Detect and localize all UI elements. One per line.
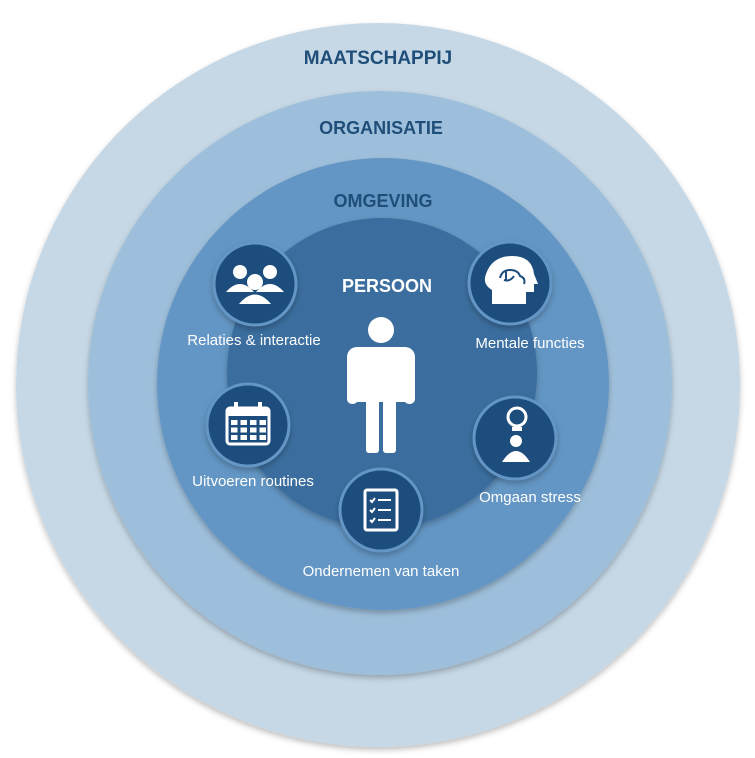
domain-mentale: Mentale functies: [467, 240, 585, 352]
routines-label: Uitvoeren routines: [192, 473, 314, 490]
checklist-icon: [363, 488, 399, 532]
calendar-cell: [231, 427, 238, 433]
person-figure-icon: [347, 317, 415, 453]
calendar-cell: [259, 420, 266, 425]
calendar-cell: [240, 435, 247, 440]
people-group-icon: [226, 265, 284, 304]
stress-label: Omgaan stress: [479, 489, 581, 506]
ring-title-organisatie: ORGANISATIE: [319, 118, 443, 138]
calendar-cell: [240, 420, 247, 425]
taken-label: Ondernemen van taken: [303, 563, 460, 580]
calendar-cell: [250, 420, 257, 425]
calendar-cell: [259, 435, 266, 440]
domain-relaties: Relaties & interactie: [187, 241, 321, 349]
calendar-cell: [231, 435, 238, 440]
ring-title-maatschappij: MAATSCHAPPIJ: [304, 48, 453, 69]
ring-title-persoon: PERSOON: [342, 276, 432, 296]
mentale-label: Mentale functies: [475, 335, 584, 352]
calendar-icon: [225, 402, 271, 446]
domain-stress: Omgaan stress: [472, 395, 581, 506]
lightbulb-person-icon: [502, 406, 530, 462]
domain-taken: Ondernemen van taken: [303, 467, 460, 580]
calendar-cell: [231, 420, 238, 425]
calendar-cell: [250, 435, 257, 440]
ring-title-omgeving: OMGEVING: [333, 191, 432, 211]
calendar-cell: [240, 427, 247, 433]
relaties-label: Relaties & interactie: [187, 332, 320, 349]
calendar-cell: [259, 427, 266, 433]
calendar-cell: [250, 427, 257, 433]
brain-head-icon: [484, 256, 538, 304]
routines-icon-circle: [205, 382, 291, 468]
domain-routines: Uitvoeren routines: [192, 382, 314, 490]
